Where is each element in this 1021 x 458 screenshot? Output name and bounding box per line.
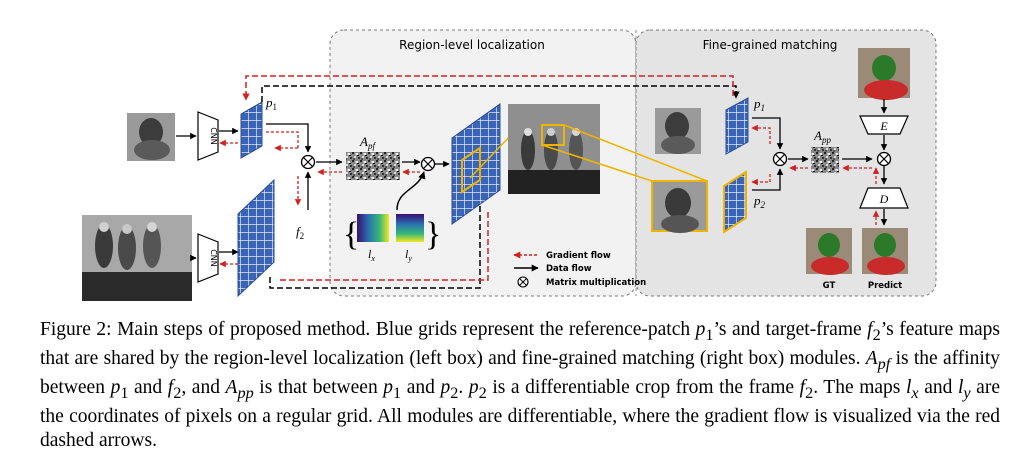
svg-text:CNN: CNN <box>209 127 218 145</box>
svg-text:E: E <box>879 119 888 133</box>
figure-caption: Figure 2: Main steps of proposed method.… <box>40 319 1000 451</box>
ly-coordinate-map <box>396 214 424 242</box>
p2-feature-grid-right <box>723 170 747 234</box>
svg-text:}: } <box>425 216 441 253</box>
svg-text:App: App <box>813 128 831 145</box>
svg-text:Data flow: Data flow <box>546 264 592 274</box>
svg-text:Matrix multiplication: Matrix multiplication <box>546 278 646 288</box>
fine-grained-title: Fine-grained matching <box>703 38 838 52</box>
gt-image <box>806 228 852 275</box>
decoder-block: D <box>859 187 909 209</box>
p1-feature-grid <box>240 101 263 159</box>
predict-label: Predict <box>868 281 902 291</box>
cnn-bottom: CNN <box>197 233 219 283</box>
multiply-right <box>772 151 788 167</box>
reference-patch-right <box>655 108 701 154</box>
crop-image <box>651 180 708 233</box>
legend: Gradient flow Data flow Matrix multiplic… <box>513 251 646 288</box>
f2-feature-grid <box>237 178 275 298</box>
multiply-left <box>300 154 316 170</box>
svg-text:{: { <box>343 216 359 253</box>
region-localization-title: Region-level localization <box>399 38 545 52</box>
predict-image <box>862 228 908 275</box>
svg-text:p1: p1 <box>753 96 765 113</box>
apf-affinity-map <box>346 152 400 180</box>
multiply-decoder <box>876 151 892 167</box>
svg-text:lx: lx <box>368 247 375 263</box>
reference-patch-image <box>127 113 175 161</box>
app-affinity-map <box>811 147 839 173</box>
svg-text:p1: p1 <box>265 95 277 112</box>
encoder-block: E <box>859 115 909 135</box>
multiply-center <box>420 156 436 172</box>
svg-text:Apf: Apf <box>359 134 376 151</box>
cnn-top: CNN <box>197 111 219 161</box>
svg-text:p2: p2 <box>753 193 766 210</box>
svg-text:f2: f2 <box>296 224 304 241</box>
method-figure: Region-level localization Fine-grained m… <box>82 29 937 301</box>
lx-coordinate-map <box>357 214 389 242</box>
region-feature-grid <box>451 103 501 225</box>
reference-color-image <box>858 48 910 100</box>
svg-text:ly: ly <box>405 247 412 263</box>
svg-text:CNN: CNN <box>209 249 218 267</box>
target-frame-image <box>82 215 192 301</box>
gt-label: GT <box>823 281 836 291</box>
svg-text:Gradient flow: Gradient flow <box>546 251 611 261</box>
p1-feature-grid-right <box>725 97 749 155</box>
svg-text:D: D <box>879 192 889 206</box>
